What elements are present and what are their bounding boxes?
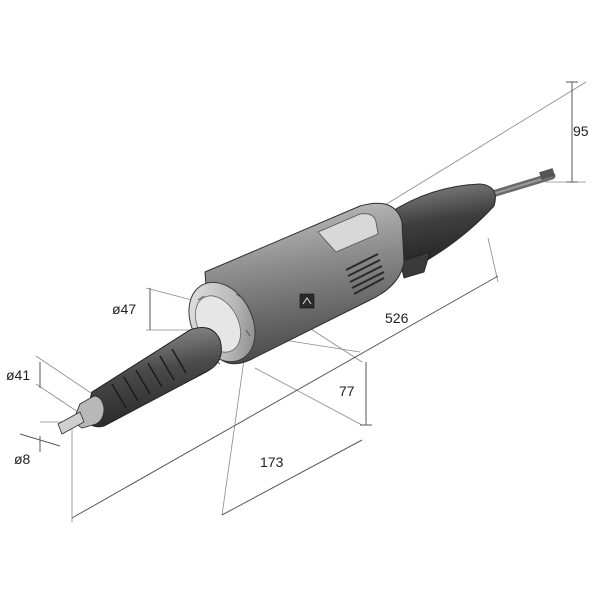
dimension-lines (19, 81, 578, 519)
height-dimension-label: 95 (573, 123, 589, 139)
overall-length-dimension-line (71, 275, 499, 519)
top-plate (317, 213, 379, 253)
switch-paddle (399, 251, 431, 279)
nose-diameter-label: ø41 (6, 367, 31, 383)
shank-diameter-label: ø8 (14, 451, 31, 467)
nose-length-dimension-line (221, 439, 363, 516)
collar-diameter-label: ø47 (112, 301, 137, 317)
vent-slots (345, 253, 385, 295)
spindle-nose (85, 327, 222, 428)
nose-length-label: 173 (260, 454, 284, 470)
collet-shank (57, 411, 85, 435)
axis-height-label: 77 (339, 383, 355, 399)
die-grinder (57, 168, 556, 435)
grip-ridges (111, 348, 187, 409)
brand-logo-badge (299, 293, 315, 309)
overall-length-dimension-label: 526 (385, 310, 409, 326)
